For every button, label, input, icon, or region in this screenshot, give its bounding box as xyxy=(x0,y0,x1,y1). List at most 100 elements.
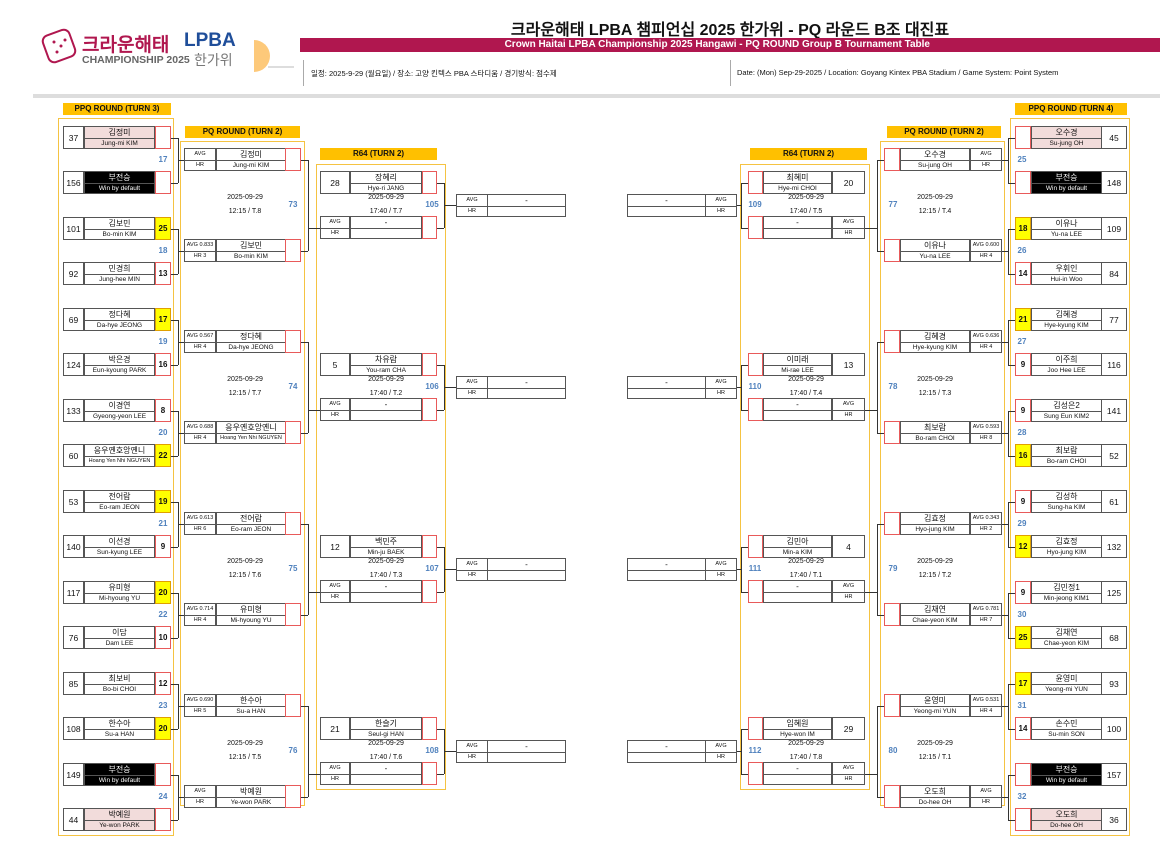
player-name-english[interactable]: Da-hye JEONG xyxy=(84,319,155,331)
player-name-english[interactable]: Jung-mi KIM xyxy=(84,137,155,149)
player-name-english[interactable]: Win by default xyxy=(1031,774,1102,786)
round-header: PQ ROUND (TURN 2) xyxy=(185,126,300,138)
player-name-english[interactable]: Gyeong-yeon LEE xyxy=(84,410,155,422)
player-name-english[interactable]: Hyo-jung KIM xyxy=(1031,546,1102,558)
player-name-english[interactable] xyxy=(763,591,832,603)
player-name-english[interactable] xyxy=(763,227,832,239)
player-name-english[interactable]: Min-a KIM xyxy=(763,546,832,558)
player-name-english[interactable]: Ye-won PARK xyxy=(84,819,155,831)
player-name-english[interactable]: Jung-hee MIN xyxy=(84,273,155,285)
hr-label: HR xyxy=(320,227,350,239)
connector-line xyxy=(865,409,877,411)
player-name-english[interactable]: Chae-yeon KIM xyxy=(1031,637,1102,649)
player-name-english[interactable]: Yeong-mi YUN xyxy=(1031,683,1102,695)
next-round-slot-english[interactable] xyxy=(487,751,566,763)
player-name-english[interactable]: Win by default xyxy=(84,774,155,786)
player-name-english[interactable]: Hoang Yen Nhi NGUYEN xyxy=(84,455,155,467)
player-name-english[interactable]: Mi-rae LEE xyxy=(763,364,832,376)
match-number: 29 xyxy=(1017,519,1027,528)
player-name-english[interactable]: Hui-in Woo xyxy=(1031,273,1102,285)
player-name-english[interactable] xyxy=(763,409,832,421)
player-name-english[interactable]: Win by default xyxy=(84,182,155,194)
player-name-english[interactable]: Bo-min KIM xyxy=(216,250,286,262)
score-box xyxy=(884,785,900,808)
score-box: 17 xyxy=(155,308,171,331)
score-box xyxy=(285,603,301,626)
match-number: 107 xyxy=(425,564,439,573)
player-name-english[interactable] xyxy=(350,591,422,603)
player-name-english[interactable]: Min-ju BAEK xyxy=(350,546,422,558)
player-name-english[interactable] xyxy=(350,773,422,785)
next-round-slot-english[interactable] xyxy=(627,569,706,581)
hr-label: HR 4 xyxy=(184,614,216,626)
player-name-english[interactable]: Ye-won PARK xyxy=(216,796,286,808)
player-name-english[interactable]: Hye-ri JANG xyxy=(350,182,422,194)
score-box xyxy=(884,148,900,171)
player-name-english[interactable]: Do-hee OH xyxy=(1031,819,1102,831)
player-name-english[interactable]: Min-jeong KIM1 xyxy=(1031,592,1102,604)
connector-line xyxy=(877,159,878,251)
seed-number: 28 xyxy=(320,171,350,194)
player-name-english[interactable]: Hyo-jung KIM xyxy=(900,523,970,535)
player-name-english[interactable]: Dam LEE xyxy=(84,637,155,649)
connector-line xyxy=(171,455,178,457)
player-name-english[interactable]: Su-jung OH xyxy=(1031,137,1102,149)
divider xyxy=(730,60,731,86)
player-name-english[interactable]: Su-jung OH xyxy=(900,159,970,171)
player-name-korean[interactable]: 유미형 xyxy=(84,581,155,594)
player-name-english[interactable]: Sung Eun KIM2 xyxy=(1031,410,1102,422)
player-name-english[interactable]: Joo Hee LEE xyxy=(1031,364,1102,376)
next-round-slot-english[interactable] xyxy=(627,387,706,399)
match-time: 17:40 / T.7 xyxy=(369,208,403,215)
player-name-english[interactable]: Bo-ram CHOI xyxy=(900,432,970,444)
player-name-english[interactable] xyxy=(763,773,832,785)
player-name-english[interactable]: Hye-kyung KIM xyxy=(1031,319,1102,331)
connector-line xyxy=(865,591,877,593)
player-name-english[interactable]: Bo-bi CHOI xyxy=(84,683,155,695)
player-name-english[interactable]: Eo-ram JEON xyxy=(216,523,286,535)
player-name-english[interactable]: Su-a HAN xyxy=(216,705,286,717)
player-name-english[interactable]: Yu-na LEE xyxy=(1031,228,1102,240)
player-name-english[interactable]: Yeong-mi YUN xyxy=(900,705,970,717)
page-title: 크라운해태 LPBA 챔피언십 2025 한가위 - PQ 라운드 B조 대진표 xyxy=(510,22,950,39)
next-round-slot-english[interactable] xyxy=(487,205,566,217)
player-name-korean[interactable]: 김효정 xyxy=(900,512,970,525)
player-name-english[interactable]: Mi-hyoung YU xyxy=(84,592,155,604)
player-name-english[interactable] xyxy=(350,409,422,421)
round-header: R64 (TURN 2) xyxy=(750,148,867,160)
connector-line xyxy=(301,341,308,343)
player-name-english[interactable]: Eun-kyoung PARK xyxy=(84,364,155,376)
player-name-english[interactable]: Eo-ram JEON xyxy=(84,501,155,513)
connector-line xyxy=(437,182,444,184)
player-name-english[interactable]: Bo-min KIM xyxy=(84,228,155,240)
player-name-english[interactable]: You-ram CHA xyxy=(350,364,422,376)
connector-line xyxy=(308,591,320,593)
next-round-slot-english[interactable] xyxy=(487,569,566,581)
player-name-english[interactable]: Yu-na LEE xyxy=(900,250,970,262)
next-round-slot-english[interactable] xyxy=(627,751,706,763)
player-name-english[interactable]: Sun-kyung LEE xyxy=(84,546,155,558)
connector-line xyxy=(1008,728,1015,730)
player-name-english[interactable]: Su-a HAN xyxy=(84,728,155,740)
match-number: 23 xyxy=(158,701,168,710)
player-name-english[interactable]: Seul-gi HAN xyxy=(350,728,422,740)
player-name-english[interactable]: Da-hye JEONG xyxy=(216,341,286,353)
player-name-english[interactable]: Do-hee OH xyxy=(900,796,970,808)
player-name-english[interactable]: Mi-hyoung YU xyxy=(216,614,286,626)
connector-line xyxy=(1008,774,1015,776)
player-name-english[interactable]: Bo-ram CHOI xyxy=(1031,455,1102,467)
player-name-korean[interactable]: 이미래 xyxy=(763,353,832,366)
player-name-english[interactable]: Hye-won IM xyxy=(763,728,832,740)
player-name-english[interactable] xyxy=(350,227,422,239)
player-name-english[interactable]: Jung-mi KIM xyxy=(216,159,286,171)
next-round-slot-english[interactable] xyxy=(627,205,706,217)
connector-line xyxy=(737,569,741,570)
player-name-english[interactable]: Hye-mi CHOI xyxy=(763,182,832,194)
player-name-english[interactable]: Hye-kyung KIM xyxy=(900,341,970,353)
next-round-slot-english[interactable] xyxy=(487,387,566,399)
player-name-english[interactable]: Sung-ha KIM xyxy=(1031,501,1102,513)
player-name-english[interactable]: Win by default xyxy=(1031,182,1102,194)
player-name-english[interactable]: Hoang Yen Nhi NGUYEN xyxy=(216,432,286,444)
player-name-english[interactable]: Chae-yeon KIM xyxy=(900,614,970,626)
player-name-english[interactable]: Su-min SON xyxy=(1031,728,1102,740)
